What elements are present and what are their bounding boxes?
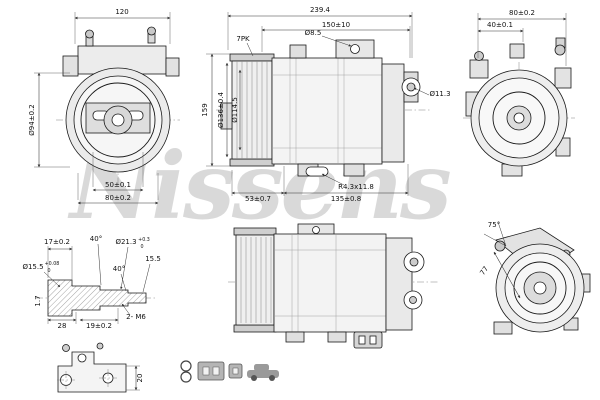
angle-75-label: 75° [488, 221, 500, 229]
belt-type-label: 7PK [236, 35, 250, 43]
dim-pulley-od-label: Ø136±0.4 [217, 92, 225, 128]
rear-iso-view: 75° 77 [479, 221, 591, 335]
dim-28-label: 28 [58, 322, 67, 330]
dim-shaft-label: Ø15.5 [22, 263, 43, 271]
accessory-icons-row [180, 360, 279, 383]
electrical-connector [353, 331, 383, 349]
thread-note-label: 2- M6 [126, 313, 146, 321]
bolt-head [147, 26, 156, 36]
compressor-body [273, 233, 387, 333]
dim-135-label: 135±0.8 [331, 195, 361, 203]
shaft-detail-view: 17±0.2 40° Ø21.3 +0.3 0 15.5 Ø15.5 +0.08… [22, 235, 160, 330]
dim-total-length-label: 239.4 [310, 6, 331, 14]
bolt-head [474, 51, 484, 61]
belt-pulley-grooves [235, 234, 275, 326]
dim-80-rear-label: 80±0.2 [509, 9, 535, 17]
rear-view: 80±0.2 40±0.1 [463, 9, 575, 177]
bolt-head [494, 240, 506, 252]
side-profile-view: 239.4 150±10 7PK Ø8.5 159 Ø136±0.4 Ø114.… [201, 6, 451, 203]
mount-hole [350, 44, 360, 54]
tol-shaft-zero-label: 0 [47, 268, 50, 274]
plug-icon [228, 363, 243, 379]
front-pulley-view: 120 Ø94±0.2 50±0.1 80±0.2 [28, 8, 180, 205]
mount-slot [305, 166, 329, 177]
dim-bore-label: Ø21.3 [115, 238, 136, 246]
dim-pulley-id-label: Ø114.5 [231, 97, 239, 123]
compressor-body [271, 57, 383, 165]
tol-bore-zero-label: 0 [140, 244, 143, 250]
dim-step-label: 1.7 [34, 295, 42, 306]
tol-shaft-plus-label: +0.08 [45, 261, 60, 267]
angle-40-top-label: 40° [90, 235, 102, 243]
dim-hole-label: Ø8.5 [305, 29, 322, 37]
dim-50-label: 50±0.1 [105, 181, 131, 189]
dim-19-label: 19±0.2 [86, 322, 112, 330]
dim-77-label: 77 [479, 265, 491, 277]
bolt-head [85, 29, 94, 39]
dim-120-label: 120 [115, 8, 128, 16]
dim-80-label: 80±0.2 [105, 194, 131, 202]
dim-53-label: 53±0.7 [245, 195, 271, 203]
connector-icon [197, 361, 225, 381]
dim-150-label: 150±10 [322, 21, 350, 29]
bracket-outline [57, 351, 127, 393]
dim-slot-label: R4.3x11.8 [338, 183, 374, 191]
shaft-section [47, 279, 147, 317]
dim-17-label: 17±0.2 [44, 238, 70, 246]
dim-40-rear-label: 40±0.1 [487, 21, 513, 29]
front-lower-view [228, 223, 440, 349]
car-icon [247, 364, 279, 381]
dim-tip-label: 15.5 [145, 255, 161, 263]
dim-20-label: 20 [136, 374, 144, 383]
bolt-head [554, 44, 566, 56]
bracket-detail-view: 20 [57, 342, 144, 393]
dim-pulley-dia-label: Ø94±0.2 [28, 104, 36, 135]
dim-port-label: Ø11.3 [429, 90, 450, 98]
seal-rings-icon [180, 360, 192, 383]
tol-bore-plus-label: +0.3 [138, 237, 150, 243]
angle-40-side-label: 40° [113, 265, 125, 273]
dim-159-label: 159 [201, 103, 209, 116]
